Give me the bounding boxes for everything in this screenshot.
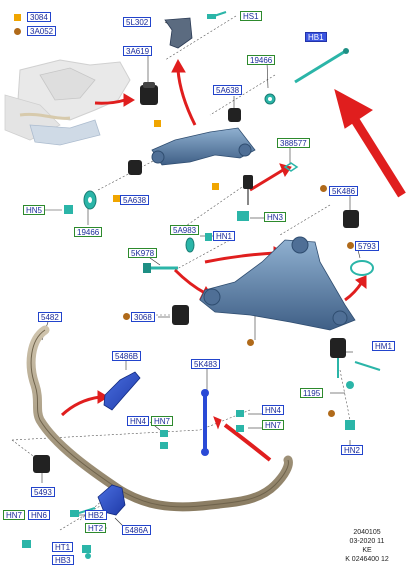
- label-HN7-bottom: HN7: [3, 510, 26, 520]
- label-HN6: HN6: [28, 510, 51, 520]
- marker-dot: [328, 410, 335, 417]
- washer-19466-left: [83, 190, 97, 210]
- label-HN3: HN3: [264, 212, 287, 222]
- nut-HN1: [205, 233, 212, 241]
- label-HN1: HN1: [213, 231, 236, 241]
- label-HM1: HM1: [372, 341, 395, 351]
- legend-dot-marker: [14, 28, 21, 35]
- label-5A638-lower: 5A638: [120, 195, 150, 205]
- marker-dot: [320, 185, 327, 192]
- bushing-5K486: [343, 210, 359, 228]
- label-HN2: HN2: [341, 445, 364, 455]
- nut-HN3: [237, 211, 249, 221]
- bolt-HB1: [294, 48, 349, 84]
- ball-joint-upper: [243, 175, 253, 205]
- label-5493: 5493: [31, 487, 55, 497]
- marker-dot: [347, 242, 354, 249]
- bushing-5493: [33, 455, 50, 473]
- drawing-reference: 2040105 03-2020 11 KE K 0246400 12: [330, 528, 404, 564]
- washer-19466-upper: [264, 93, 276, 105]
- label-1195: 1195: [300, 388, 324, 398]
- clip-388577: [283, 162, 299, 172]
- label-HN7-left: HN7: [151, 416, 174, 426]
- label-HN5: HN5: [23, 205, 46, 215]
- label-HB1: HB1: [305, 32, 327, 42]
- label-HN4-right: HN4: [262, 405, 285, 415]
- label-3A619: 3A619: [123, 46, 153, 56]
- marker-dot: [123, 313, 130, 320]
- bushing-3068: [172, 305, 189, 325]
- bolt-5K978: [143, 263, 178, 273]
- ball-joint-lower: [330, 338, 381, 378]
- legend-square-marker: [14, 14, 21, 21]
- marker-square: [113, 195, 120, 202]
- nuts-link-right: [236, 410, 244, 432]
- label-19466-left: 19466: [74, 227, 103, 237]
- label-3068: 3068: [131, 312, 155, 322]
- label-HS1: HS1: [240, 11, 262, 21]
- nut-1195: [346, 381, 354, 389]
- bracket-5L302: [164, 17, 193, 49]
- red-arrows: [60, 58, 406, 462]
- upper-control-arm: [151, 127, 256, 166]
- marker-dot: [247, 339, 254, 346]
- vehicle-context-knuckle: [4, 59, 131, 146]
- bracket-5486B: [103, 371, 141, 411]
- lower-control-arm: [199, 236, 356, 331]
- ring-5793: [350, 260, 374, 276]
- marker-square: [154, 120, 161, 127]
- label-19466-upper: 19466: [247, 55, 276, 65]
- nuts-link-left: [160, 430, 168, 449]
- label-5793: 5793: [355, 241, 379, 251]
- label-388577: 388577: [277, 138, 310, 148]
- legend-label-3A052: 3A052: [27, 26, 57, 36]
- label-HT2: HT2: [85, 523, 107, 533]
- reference-line-2: 03-2020 11: [349, 538, 385, 545]
- bump-stop-3A619: [140, 82, 158, 105]
- legend-label-3084: 3084: [27, 12, 51, 22]
- bolt-HS1: [207, 11, 227, 19]
- reference-line-4: K 0246400 12: [345, 556, 389, 563]
- label-5K978: 5K978: [128, 248, 158, 258]
- label-5486B: 5486B: [112, 351, 142, 361]
- label-HT1: HT1: [52, 542, 74, 552]
- bushing-5A638-lower: [128, 160, 142, 175]
- label-HN4-left: HN4: [127, 416, 150, 426]
- label-5A983: 5A983: [170, 225, 200, 235]
- label-5K483: 5K483: [191, 359, 221, 369]
- marker-square: [212, 183, 219, 190]
- washer-5A983: [185, 237, 195, 253]
- nut-HN5: [64, 205, 73, 214]
- reference-line-1: 2040105: [353, 529, 381, 536]
- reference-line-3: KE: [362, 547, 372, 554]
- label-5486A: 5486A: [122, 525, 152, 535]
- label-5A638-upper: 5A638: [213, 85, 243, 95]
- label-5K486: 5K486: [329, 186, 359, 196]
- nut-HN2: [345, 420, 355, 430]
- stabilizer-link-5K483: [201, 389, 209, 456]
- label-HB2: HB2: [85, 510, 107, 520]
- label-HB3: HB3: [52, 555, 74, 565]
- label-HN7-right: HN7: [262, 420, 285, 430]
- label-5482: 5482: [38, 312, 62, 322]
- label-5L302: 5L302: [123, 17, 152, 27]
- bushing-5A638-upper: [228, 108, 241, 122]
